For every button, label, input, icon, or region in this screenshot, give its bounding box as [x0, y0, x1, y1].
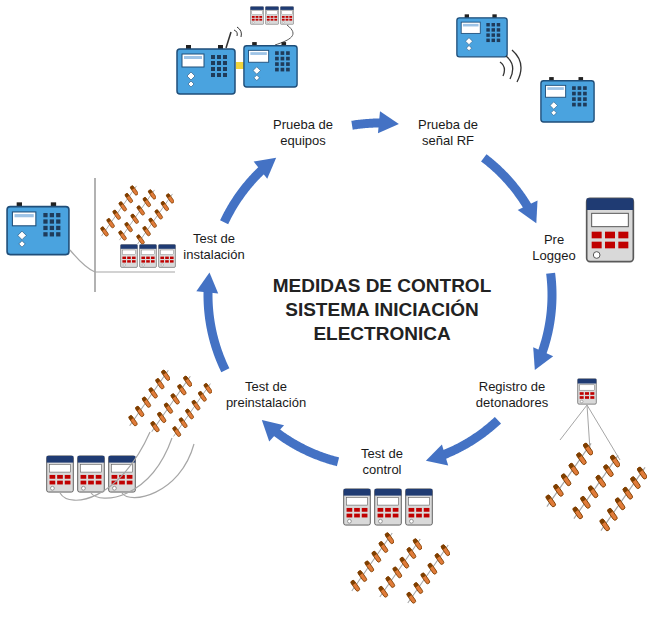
cycle-arrow — [426, 420, 498, 465]
control-test-illustration — [344, 489, 451, 604]
registration-illustration — [545, 379, 648, 532]
logger-device — [578, 379, 597, 404]
stage-label: Test de instalación — [172, 229, 256, 264]
detonator-row — [406, 544, 451, 604]
stage-label: Test de control — [346, 444, 418, 479]
rf-waves — [234, 27, 241, 37]
blasting-machine — [457, 14, 507, 56]
blasting-machine — [177, 45, 235, 94]
blasting-machine — [7, 202, 69, 254]
logger-device — [250, 7, 263, 25]
stage-text: Test de preinstalación — [219, 379, 313, 410]
preinstallation-illustration — [47, 370, 213, 501]
cycle-arrow — [196, 272, 225, 370]
logger-device — [375, 489, 402, 525]
wire — [275, 25, 293, 45]
blasting-machine — [541, 77, 594, 122]
logger-device — [121, 245, 138, 268]
stage-text: Prueba de equipos — [264, 117, 342, 148]
stage-label: Prueba de equipos — [261, 115, 345, 150]
logger-device — [406, 489, 433, 525]
arrow-head — [378, 111, 399, 133]
logger-device — [587, 198, 634, 261]
detonator-row — [572, 454, 621, 519]
antenna — [226, 32, 231, 48]
arrow-shaft — [352, 123, 382, 125]
stage-text: Test de control — [349, 446, 415, 477]
diagram-title: MEDIDAS DE CONTROL SISTEMA INICIACIÓN EL… — [262, 272, 502, 347]
rf-waves — [500, 50, 521, 82]
cycle-arrow — [224, 158, 276, 222]
arrow-head — [196, 272, 218, 293]
detonator-row — [545, 442, 594, 507]
detonator-row — [172, 383, 212, 437]
arrow-head — [426, 445, 448, 466]
logger-device — [78, 456, 105, 492]
arrow-shaft — [274, 430, 338, 461]
arrow-head — [262, 420, 284, 442]
stage-text: Registro de detonadores — [469, 379, 555, 410]
stage-text: Test de instalación — [175, 231, 253, 262]
stage-label: Prueba de señal RF — [406, 115, 490, 150]
equipment-test-illustration — [177, 7, 297, 94]
detonator-row — [118, 189, 156, 241]
cycle-arrow — [352, 111, 399, 133]
cycle-arrow — [484, 158, 538, 223]
stage-label: Test de preinstalación — [216, 377, 316, 412]
installation-illustration — [7, 178, 175, 292]
detonator-row — [100, 185, 138, 237]
rf-test-illustration — [457, 14, 594, 122]
arrow-shaft — [442, 420, 498, 455]
detonator-row — [136, 193, 174, 245]
stage-text: Prueba de señal RF — [409, 117, 487, 148]
stage-label: Pre Loggeo — [522, 230, 586, 265]
stage-label: Registro de detonadores — [466, 377, 558, 412]
arrow-shaft — [541, 273, 552, 354]
arrow-head — [533, 347, 553, 370]
logger-device — [280, 7, 293, 25]
arrow-shaft — [208, 290, 225, 371]
cycle-arrow — [262, 420, 338, 462]
bench-line — [94, 178, 95, 292]
arrow-shaft — [484, 158, 529, 208]
connector-plug — [236, 62, 244, 69]
detonator-row — [599, 466, 648, 531]
logger-device — [159, 245, 176, 268]
logger-device — [140, 245, 157, 268]
cycle-arrow — [533, 273, 553, 370]
wire — [60, 432, 194, 500]
logger-device — [265, 7, 278, 25]
logger-device — [47, 456, 74, 492]
arrow-head — [518, 200, 538, 223]
stage-text: Pre Loggeo — [525, 232, 583, 263]
blasting-machine — [244, 42, 297, 87]
logger-device — [344, 489, 371, 525]
logger-device — [109, 456, 136, 492]
arrow-head — [254, 158, 277, 179]
arrow-shaft — [224, 169, 263, 223]
